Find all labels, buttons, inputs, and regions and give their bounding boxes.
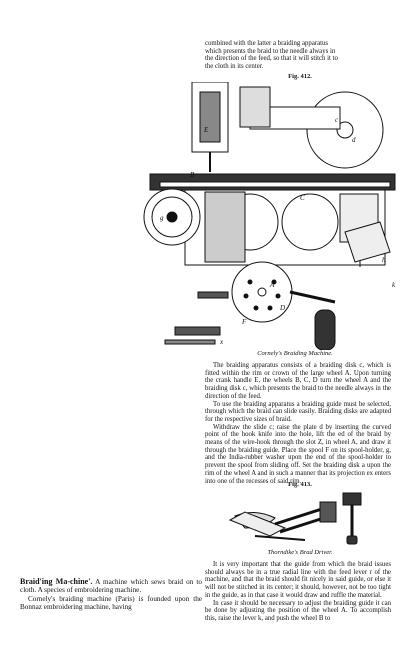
paragraph-1: The braiding apparatus consists of a bra…: [205, 362, 391, 400]
fig412-letter-E: E: [203, 126, 209, 134]
fig412-caption: Cornely's Braiding Machine.: [257, 350, 333, 357]
paragraph-5: In case it should be necessary to adjust…: [205, 599, 391, 622]
intro-line-1: combined with the latter a braiding appa…: [205, 40, 329, 47]
fig412-letter-x: x: [219, 338, 224, 346]
fig412-letter-A: A: [269, 281, 275, 289]
fig412-letter-D: D: [279, 304, 285, 312]
fig412-letter-B: B: [190, 171, 195, 179]
entry-headword: Braid'ing Ma-chine'.: [20, 577, 93, 586]
fig412-label: Fig. 412.: [288, 73, 312, 80]
intro-line-4: the cloth in its center.: [205, 63, 264, 71]
dictionary-entry: Braid'ing Ma-chine'. A machine which sew…: [20, 577, 202, 612]
fig412-letter-h: h: [382, 256, 386, 264]
right-lower-text: It is very important that the guide from…: [205, 561, 391, 623]
fig412-illustration: E c d B g C A D F h k x: [143, 82, 396, 350]
fig413-label: Fig. 413.: [288, 481, 312, 488]
fig413-illustration: [228, 492, 362, 545]
paragraph-3: Withdraw the slide c; raise the plate d …: [205, 423, 391, 485]
entry-paragraph: Cornely's braiding machine (Paris) is fo…: [20, 594, 202, 612]
paragraph-2: To use the braiding apparatus a braiding…: [205, 400, 391, 423]
fig412-letter-C: C: [300, 194, 305, 202]
fig413-caption: Thorndike's Brad Driver.: [267, 549, 333, 556]
fig412-letter-k: k: [392, 281, 396, 289]
entry-definition: A machine which sews braid on to cloth. …: [20, 578, 202, 595]
fig412-letter-F: F: [241, 318, 247, 326]
fig412-letter-d: d: [352, 136, 356, 144]
right-body-text: The braiding apparatus consists of a bra…: [205, 362, 391, 485]
intro-line-3: the direction of the feed, so that it wi…: [205, 55, 338, 63]
intro-text: combined with the latter a braiding appa…: [205, 40, 391, 71]
fig412-letter-g: g: [160, 214, 164, 222]
paragraph-4: It is very important that the guide from…: [205, 561, 391, 599]
intro-line-2: which presents the braid to the needle a…: [205, 47, 336, 55]
fig412-letter-c: c: [335, 116, 339, 124]
